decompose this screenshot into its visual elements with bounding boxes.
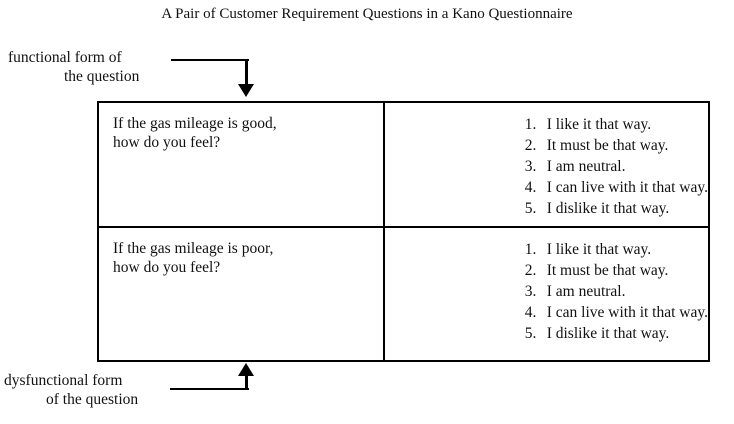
list-item[interactable]: 3. I am neutral. [525, 156, 708, 177]
answers-cell-dysfunctional: 1. I like it that way. 2. It must be tha… [385, 228, 708, 360]
list-item[interactable]: 2. It must be that way. [525, 260, 708, 281]
list-item[interactable]: 2. It must be that way. [525, 135, 708, 156]
page-title: A Pair of Customer Requirement Questions… [161, 6, 573, 22]
table-row: If the gas mileage is good, how do you f… [99, 103, 708, 228]
list-item[interactable]: 1. I like it that way. [525, 239, 708, 260]
functional-form-label-line2: the question [64, 68, 140, 85]
answer-label: I like it that way. [546, 116, 652, 133]
question-text-line1: If the gas mileage is good, [113, 115, 277, 132]
question-cell-dysfunctional: If the gas mileage is poor, how do you f… [99, 228, 385, 360]
answer-number: 1. [524, 116, 537, 133]
functional-form-label: functional form of the question [8, 48, 139, 86]
dysfunctional-arrow-up-icon [238, 363, 254, 376]
answer-label: I can live with it that way. [546, 179, 708, 196]
functional-leader-line-horizontal [171, 59, 249, 61]
answer-number: 5. [524, 200, 537, 217]
answer-label: It must be that way. [546, 137, 669, 154]
answer-number: 3. [524, 158, 537, 175]
answer-number: 2. [524, 137, 537, 154]
answer-label: I am neutral. [546, 158, 626, 175]
answer-number: 3. [524, 283, 537, 300]
question-text-line1: If the gas mileage is poor, [113, 240, 274, 257]
list-item[interactable]: 3. I am neutral. [525, 281, 708, 302]
list-item[interactable]: 5. I dislike it that way. [525, 323, 708, 344]
table-row: If the gas mileage is poor, how do you f… [99, 228, 708, 360]
answer-label: It must be that way. [546, 262, 669, 279]
answer-option-list: 1. I like it that way. 2. It must be tha… [385, 239, 708, 344]
answer-number: 1. [524, 241, 537, 258]
answer-number: 4. [524, 179, 537, 196]
question-cell-functional: If the gas mileage is good, how do you f… [99, 103, 385, 226]
list-item[interactable]: 5. I dislike it that way. [525, 198, 708, 219]
answer-label: I dislike it that way. [546, 325, 670, 342]
answer-number: 2. [524, 262, 537, 279]
answer-option-list: 1. I like it that way. 2. It must be tha… [385, 114, 708, 219]
answer-number: 4. [524, 304, 537, 321]
list-item[interactable]: 4. I can live with it that way. [525, 177, 708, 198]
answer-label: I am neutral. [546, 283, 626, 300]
kano-questionnaire-table: If the gas mileage is good, how do you f… [97, 101, 710, 362]
dysfunctional-leader-line-horizontal [170, 388, 249, 390]
list-item[interactable]: 1. I like it that way. [525, 114, 708, 135]
dysfunctional-form-label: dysfunctional form of the question [4, 371, 138, 409]
functional-leader-line-vertical [245, 59, 248, 87]
answer-label: I like it that way. [546, 241, 652, 258]
functional-form-label-line1: functional form of [8, 49, 122, 66]
list-item[interactable]: 4. I can live with it that way. [525, 302, 708, 323]
question-text-line2: how do you feel? [113, 134, 221, 151]
dysfunctional-form-label-line2: of the question [46, 391, 139, 408]
answer-label: I can live with it that way. [546, 304, 708, 321]
dysfunctional-form-label-line1: dysfunctional form [4, 372, 123, 389]
answer-number: 5. [524, 325, 537, 342]
answer-label: I dislike it that way. [546, 200, 670, 217]
answers-cell-functional: 1. I like it that way. 2. It must be tha… [385, 103, 708, 226]
functional-arrow-down-icon [238, 84, 254, 97]
question-text-line2: how do you feel? [113, 259, 221, 276]
dysfunctional-leader-line-vertical [245, 374, 248, 390]
